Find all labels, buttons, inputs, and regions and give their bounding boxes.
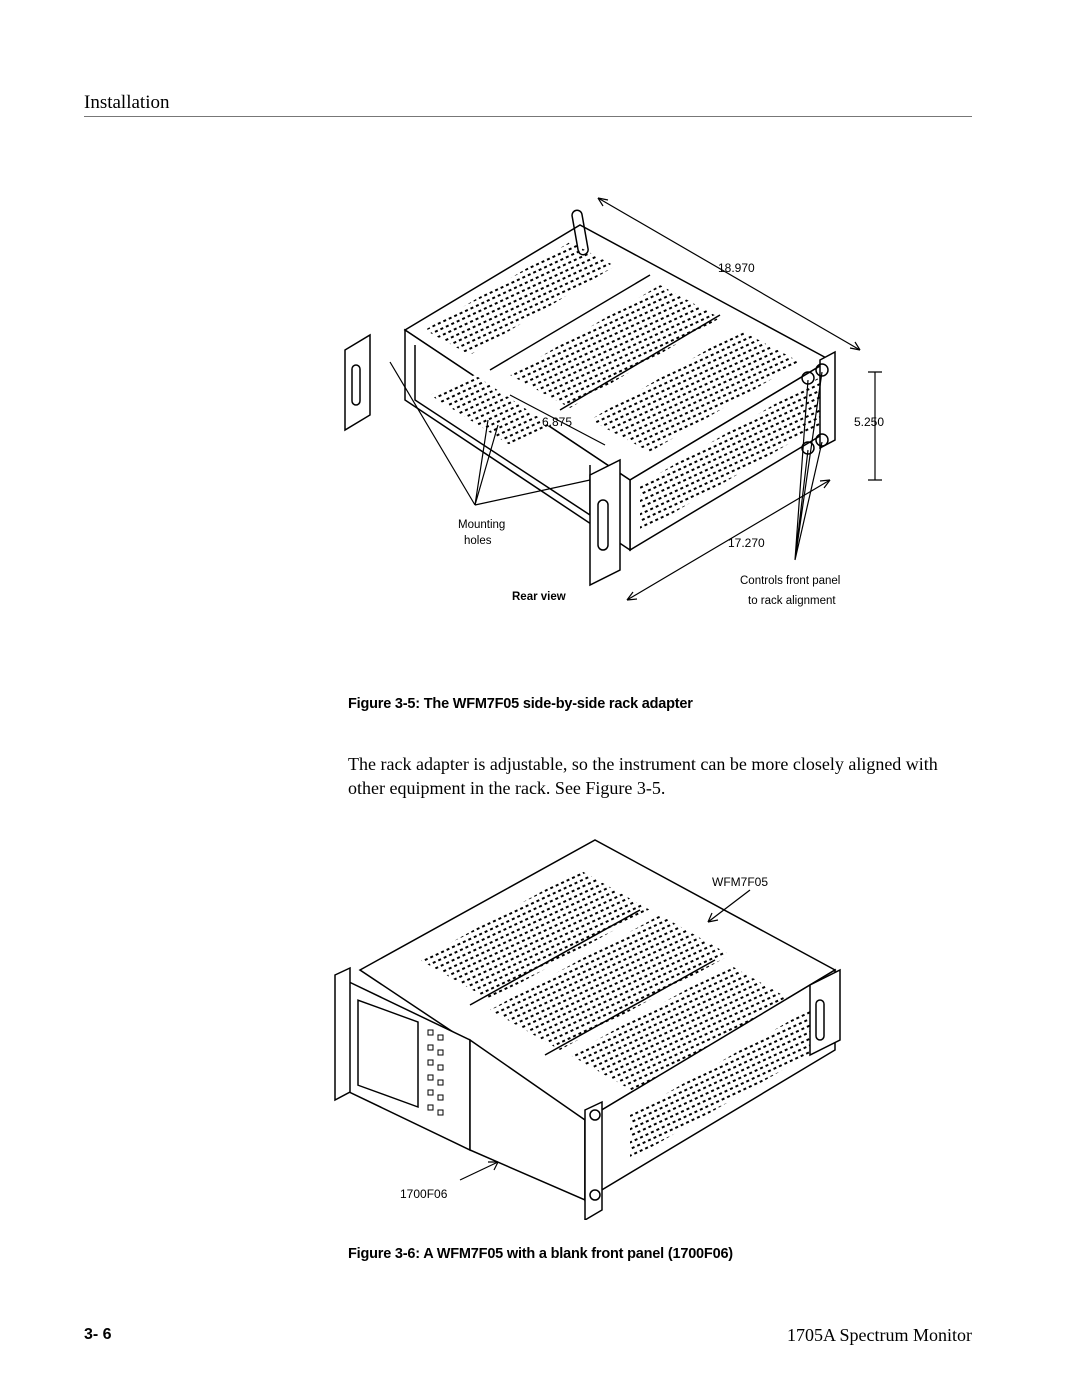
figure-3-6-caption: Figure 3-6: A WFM7F05 with a blank front… [348,1246,733,1262]
height-dimension: 5.250 [854,415,884,429]
width-dimension: 17.270 [728,536,765,550]
blank-panel-label: 1700F06 [400,1187,448,1201]
controls-label: Controls front panel [740,575,840,587]
controls-label-2: to rack alignment [748,595,836,607]
product-name: 1705A Spectrum Monitor [787,1325,972,1345]
figure-3-5-caption: Figure 3-5: The WFM7F05 side-by-side rac… [348,696,693,712]
mounting-holes-label-2: holes [464,535,492,547]
body-paragraph: The rack adapter is adjustable, so the i… [348,754,938,798]
running-header: Installation [84,92,170,113]
rear-view-label: Rear view [512,591,566,603]
blank-panel-diagram: WFM7F05 1700F06 [334,839,841,1220]
depth-dimension: 18.970 [718,261,755,275]
inner-width-dimension: 6.875 [542,415,572,429]
header-rule [84,116,972,117]
page-number: 3- 6 [84,1326,112,1343]
rack-adapter-diagram: 18.970 5.250 6.875 17.270 Mounting holes… [344,197,884,607]
wfm7f05-label: WFM7F05 [712,875,768,889]
mounting-holes-label: Mounting [458,519,505,531]
